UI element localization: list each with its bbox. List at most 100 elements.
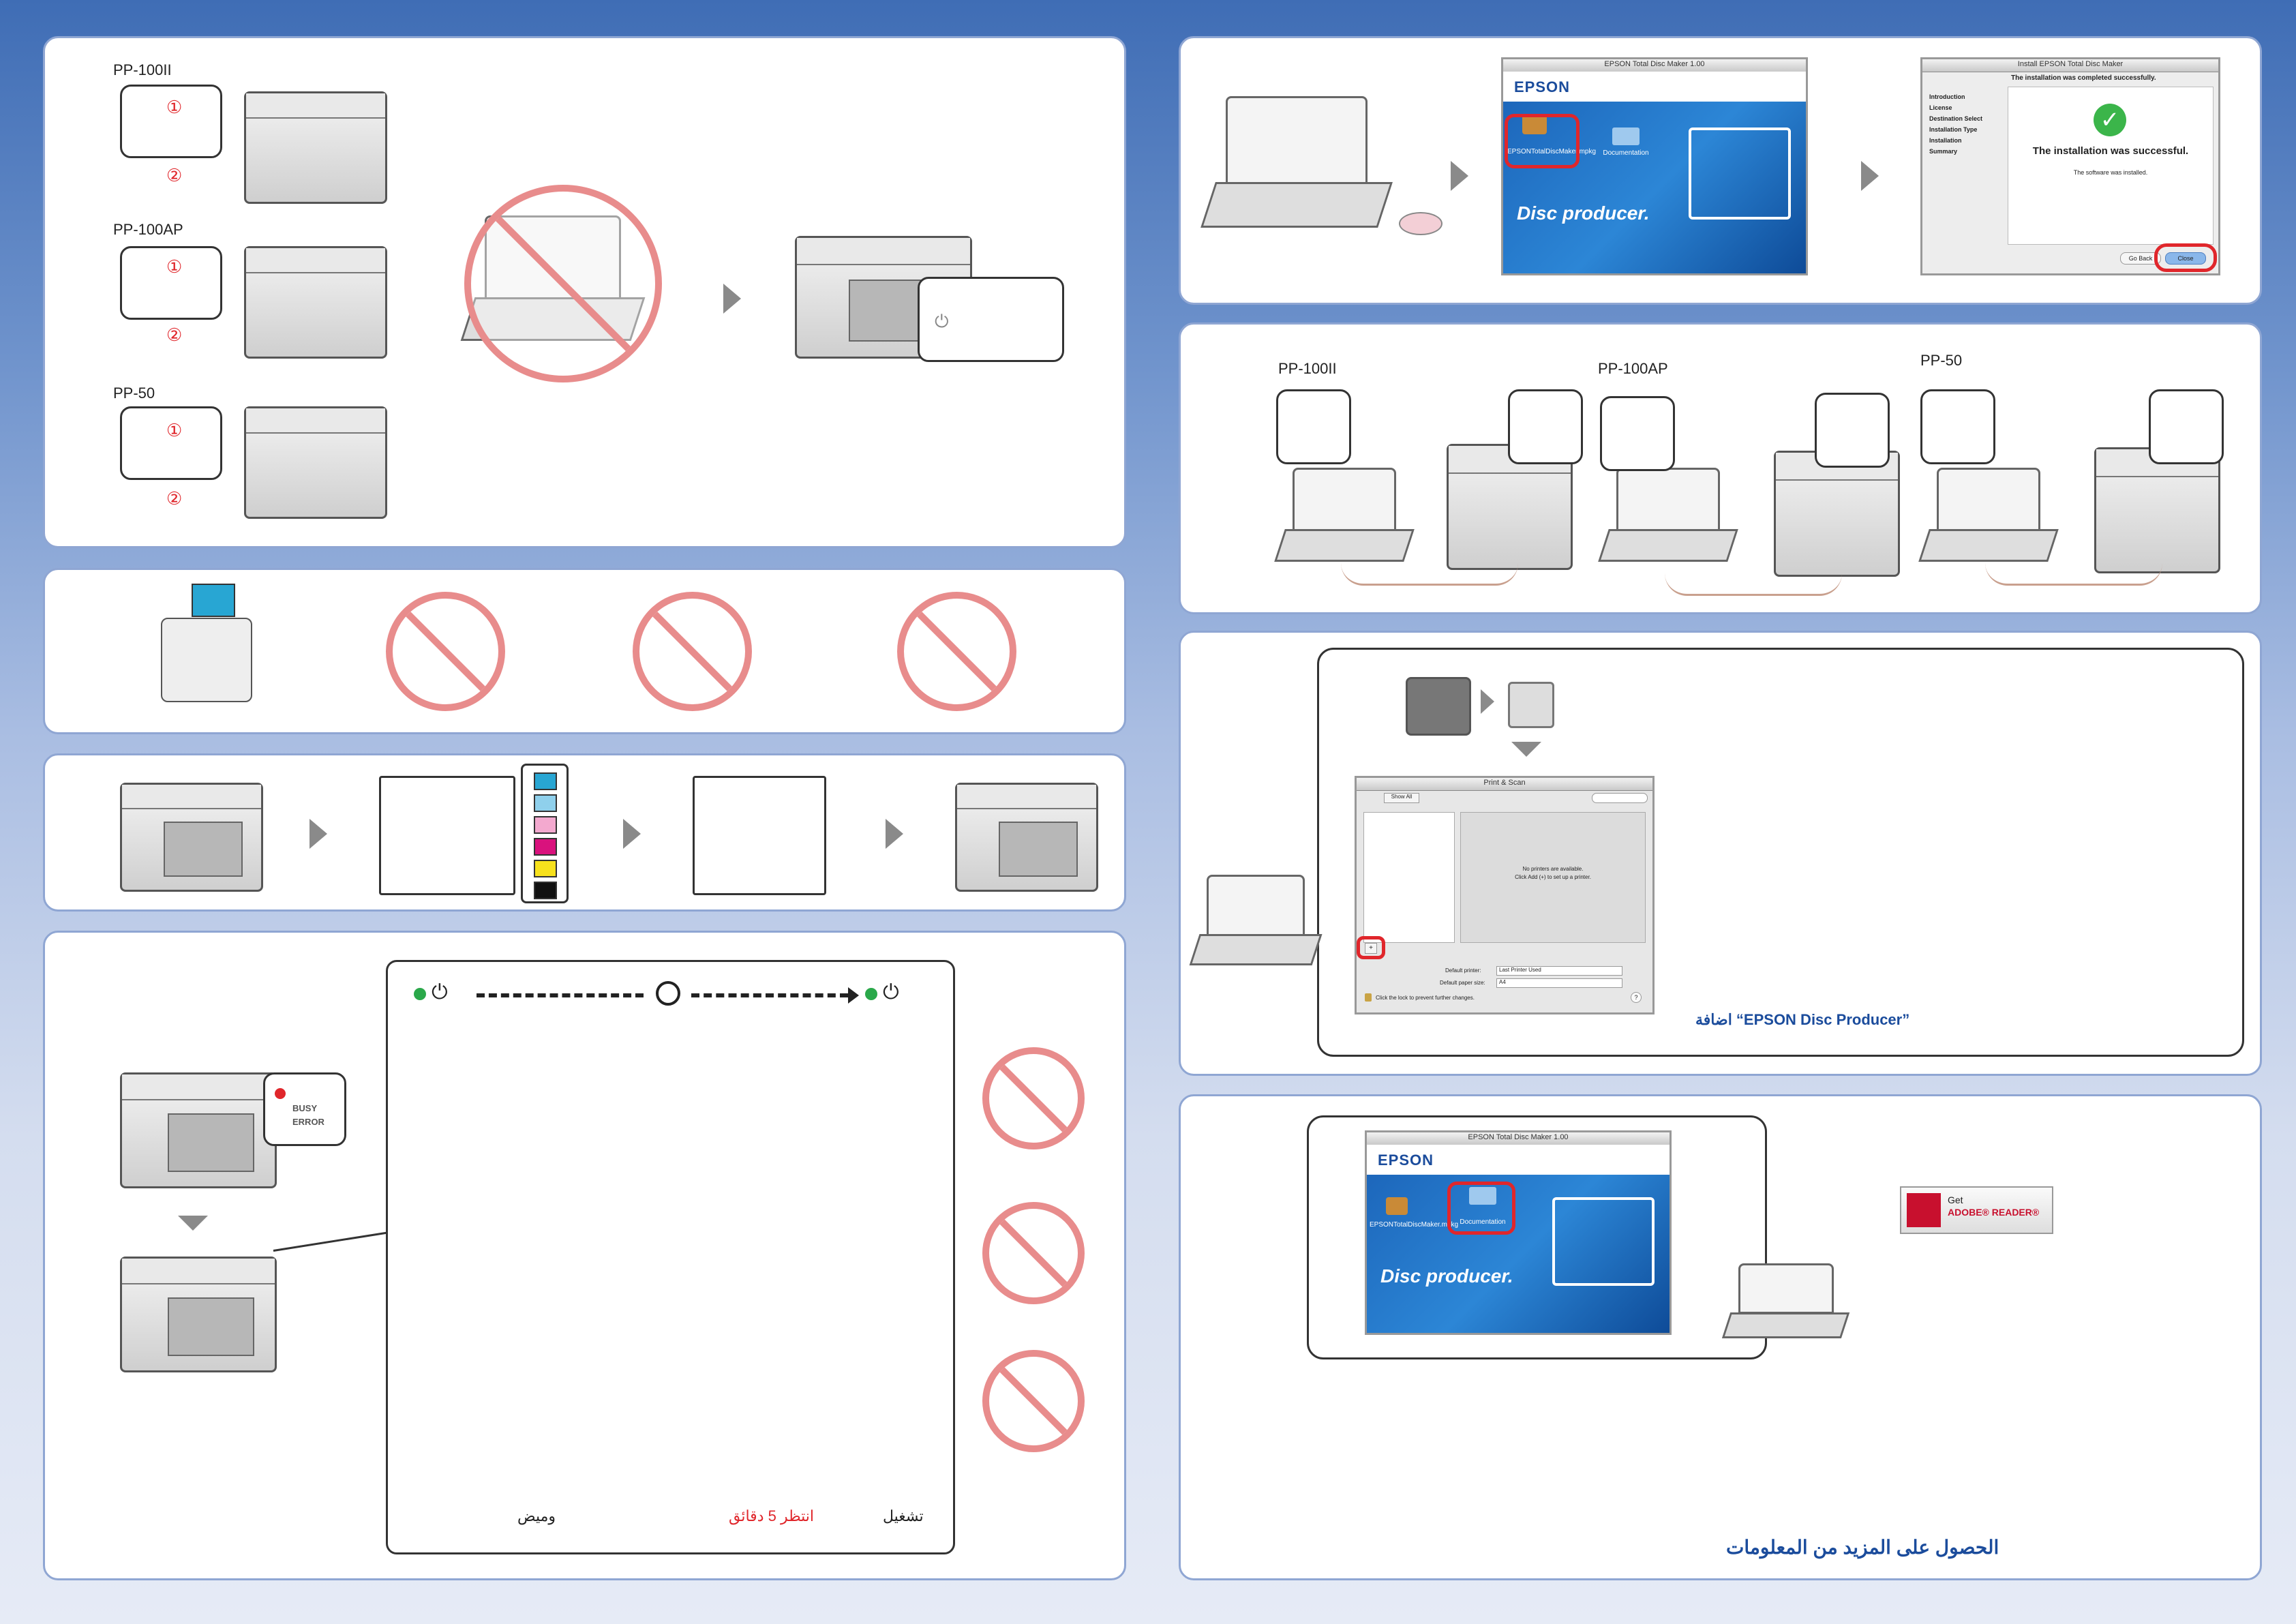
prohibited-sign-icon (982, 1350, 1085, 1452)
get-adobe-reader-badge[interactable]: Get ADOBE® READER® (1900, 1186, 2053, 1234)
laptop-icon (1721, 1263, 1850, 1345)
usb-laptop-zoom (1920, 389, 1995, 464)
usb-printer-zoom (2149, 389, 2224, 464)
install-dialog: Install EPSON Total Disc Maker The insta… (1920, 57, 2220, 275)
arrow-right-icon (1481, 689, 1494, 714)
adobe-reader-icon (1907, 1193, 1941, 1227)
ink-press-zoom (693, 776, 826, 895)
step-one-callout: ① (166, 256, 183, 277)
help-button[interactable]: ? (1631, 992, 1642, 1003)
timeline-box: ⏻ ⏻ تشغيل انتظر 5 دقائق وميض (386, 960, 955, 1554)
printer-detail: No printers are available. Click Add (+)… (1460, 812, 1646, 943)
paper-size-select[interactable]: A4 (1496, 978, 1622, 988)
printer-outline-icon (1689, 127, 1791, 220)
printer-status (120, 1072, 277, 1188)
ink-color-legend (521, 764, 569, 903)
prohibited-sign-icon (633, 592, 752, 711)
arrow-right-icon (623, 819, 641, 849)
ink-yellow-icon (534, 860, 557, 877)
blinking-light-icon (275, 1088, 286, 1099)
model-label-pp100ap: PP-100AP (1598, 360, 1668, 377)
package-icon[interactable] (1386, 1197, 1408, 1215)
default-printer-select[interactable]: Last Printer Used (1496, 966, 1622, 976)
step-item: Summary (1929, 148, 1958, 155)
power-icon: ⏻ (935, 311, 949, 331)
blink-label: وميض (517, 1507, 556, 1524)
printer-cover-open (120, 783, 263, 892)
add-printer-button[interactable]: + (1365, 943, 1377, 954)
arrow-right-icon (1451, 161, 1468, 191)
model-label-pp100ii: PP-100II (113, 61, 172, 78)
folder-icon[interactable] (1612, 127, 1640, 145)
callout-frame (1307, 1115, 1767, 1359)
prohibited-sign-icon (982, 1047, 1085, 1149)
power-switch-zoom (918, 277, 1064, 362)
prohibited-sign-icon (982, 1202, 1085, 1304)
usb-cable (1341, 563, 1518, 586)
add-printer-caption: اضافة “EPSON Disc Producer” (1695, 1011, 1910, 1028)
printer-list[interactable] (1363, 812, 1455, 943)
callout-frame (1317, 648, 2244, 1057)
printer-ready (120, 1257, 277, 1372)
go-back-button[interactable]: Go Back (2120, 252, 2161, 265)
busy-light-label: BUSY (292, 1103, 318, 1113)
connector-line (273, 1231, 387, 1252)
laptop-icon (1189, 875, 1323, 974)
ink-magenta-icon (534, 838, 557, 856)
prohibited-sign-icon (386, 592, 505, 711)
green-blinking-light-icon (414, 988, 426, 1000)
arrow-right-icon (723, 284, 741, 314)
power-icon: ⏻ (883, 981, 899, 1004)
disc-producer-logo: Disc producer. (1517, 202, 1650, 224)
package-label: EPSONTotalDiscMaker.mpkg (1370, 1221, 1459, 1229)
window-title: EPSON Total Disc Maker 1.00 (1468, 1133, 1569, 1141)
model-label-pp50: PP-50 (113, 385, 155, 402)
ink-light-cyan-icon (534, 794, 557, 812)
step-one-callout: ① (166, 420, 183, 440)
step-two-callout: ② (166, 165, 183, 185)
close-button-highlight (2154, 243, 2217, 272)
laptop-icon (1598, 468, 1738, 570)
printer-cover-close (955, 783, 1098, 892)
show-all-button[interactable]: Show All (1384, 793, 1419, 803)
ink-cyan-icon (534, 772, 557, 790)
more-info-panel: EPSON Total Disc Maker 1.00 EPSON EPSONT… (1179, 1094, 2262, 1580)
system-preferences-icon (1406, 677, 1471, 736)
lock-icon[interactable] (1365, 993, 1372, 1002)
arrow-right-icon (1861, 161, 1879, 191)
package-icon[interactable] (1522, 114, 1547, 134)
step-two-callout: ② (166, 488, 183, 509)
laptop-icon (1274, 468, 1415, 570)
power-cable-zoom-pp100ii (120, 85, 222, 158)
adobe-reader-text: ADOBE® READER® (1948, 1207, 2040, 1218)
power-cable-zoom-pp100ap (120, 246, 222, 320)
printer-usb (2094, 447, 2220, 573)
folder-icon[interactable] (1469, 1187, 1496, 1205)
adobe-get-text: Get (1948, 1194, 1963, 1205)
printer-pp50-back (244, 406, 387, 519)
printer-usb (1774, 451, 1900, 577)
print-scan-window: Print & Scan Show All No printers are av… (1355, 776, 1655, 1014)
step-two-callout: ② (166, 325, 183, 345)
prohibited-sign-icon (897, 592, 1016, 711)
installer-window: EPSON Total Disc Maker 1.00 EPSON EPSONT… (1365, 1130, 1672, 1335)
ink-black-icon (534, 882, 557, 899)
power-on-label: تشغيل (883, 1507, 924, 1524)
success-message: The installation was successful. (2032, 145, 2189, 157)
click-add-text: Click Add (+) to set up a printer. (1515, 874, 1591, 880)
search-input[interactable] (1592, 793, 1648, 803)
prohibited-sign-icon (464, 185, 662, 382)
green-light-icon (865, 988, 877, 1000)
printer-pp100ii-back (244, 91, 387, 204)
documentation-label: Documentation (1603, 149, 1649, 157)
dialog-content: ✓ The installation was successful. The s… (2008, 87, 2214, 245)
dialog-title: Install EPSON Total Disc Maker (2017, 60, 2124, 68)
installer-window: EPSON Total Disc Maker 1.00 EPSON EPSONT… (1501, 57, 1808, 275)
arrow-right-icon (886, 819, 903, 849)
epson-logo: EPSON (1378, 1152, 1434, 1169)
close-button[interactable]: Close (2165, 252, 2206, 265)
model-label-pp50: PP-50 (1920, 352, 1963, 369)
printer-outline-icon (1552, 1197, 1655, 1286)
usb-printer-zoom (1508, 389, 1583, 464)
ink-handling-panel: EPSON (43, 568, 1126, 734)
